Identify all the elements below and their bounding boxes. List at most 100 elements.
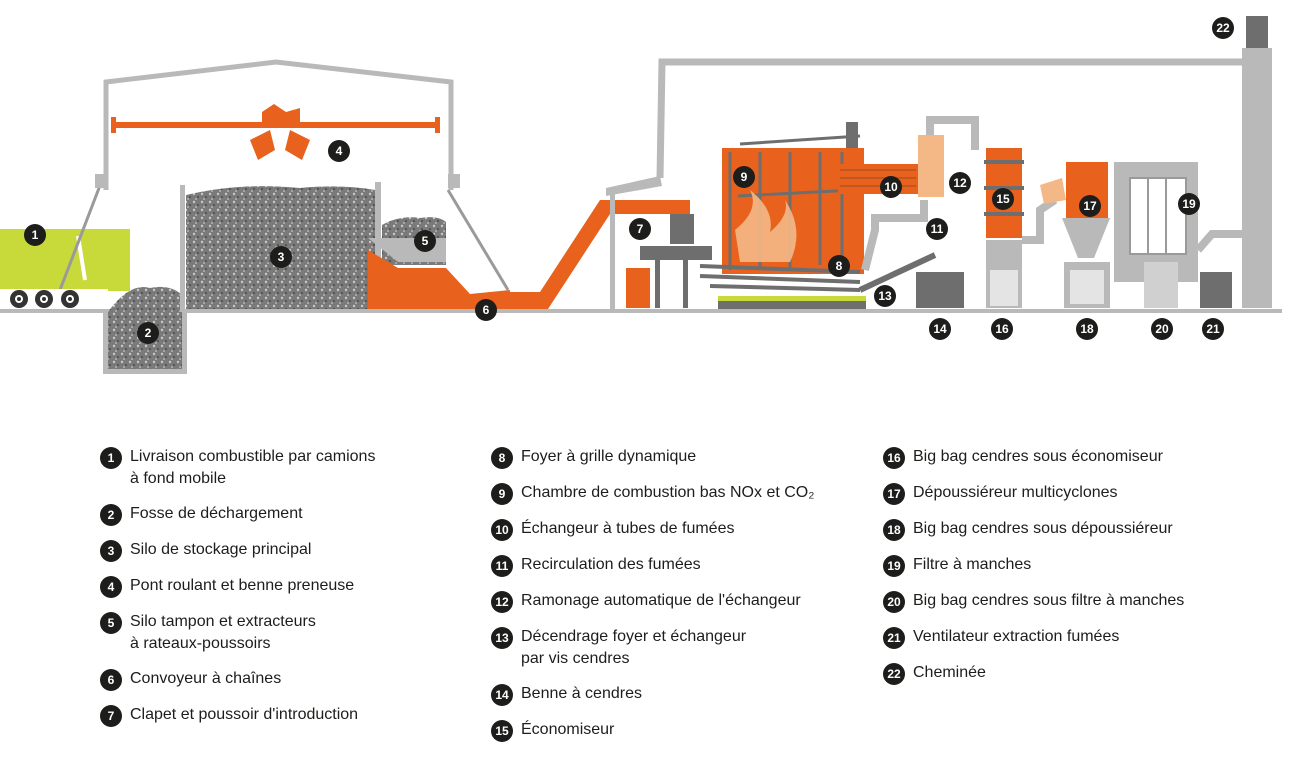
economiser bbox=[984, 148, 1058, 308]
badge-5: 5 bbox=[414, 230, 436, 252]
legend-label: Convoyeur à chaînes bbox=[130, 668, 281, 690]
bag-filter bbox=[1114, 162, 1198, 308]
legend-item-2: 2 Fosse de déchargement bbox=[100, 503, 375, 526]
legend-number-badge: 14 bbox=[491, 684, 513, 706]
legend-label: Fosse de déchargement bbox=[130, 503, 303, 525]
ash-auger bbox=[858, 252, 964, 308]
svg-text:1: 1 bbox=[32, 228, 39, 242]
badge-4: 4 bbox=[328, 140, 350, 162]
legend-number-badge: 5 bbox=[100, 612, 122, 634]
legend-label-line2: à rateaux-poussoirs bbox=[130, 635, 271, 652]
badge-9: 9 bbox=[733, 166, 755, 188]
legend-label: Benne à cendres bbox=[521, 683, 642, 705]
legend-number-badge: 22 bbox=[883, 663, 905, 685]
legend-item-3: 3 Silo de stockage principal bbox=[100, 539, 375, 562]
badge-11: 11 bbox=[926, 218, 948, 240]
legend-label: Recirculation des fumées bbox=[521, 554, 701, 576]
legend-item-13: 13 Décendrage foyer et échangeur par vis c… bbox=[491, 626, 814, 670]
badge-1: 1 bbox=[24, 224, 46, 246]
svg-text:16: 16 bbox=[995, 322, 1009, 336]
svg-text:18: 18 bbox=[1080, 322, 1094, 336]
legend-label-line1: Fosse de déchargement bbox=[130, 505, 303, 522]
chain-conveyor bbox=[500, 176, 690, 309]
legend-label-line1: Big bag cendres sous filtre à manches bbox=[913, 592, 1185, 609]
svg-text:14: 14 bbox=[933, 322, 947, 336]
legend-label-line1: Décendrage foyer et échangeur bbox=[521, 628, 747, 645]
badge-12: 12 bbox=[949, 172, 971, 194]
legend-label-line1: Clapet et poussoir d'introduction bbox=[130, 706, 359, 723]
legend-label-line1: Filtre à manches bbox=[913, 556, 1032, 573]
legend-number-badge: 13 bbox=[491, 627, 513, 649]
badge-19: 19 bbox=[1178, 193, 1200, 215]
badge-3: 3 bbox=[270, 246, 292, 268]
badge-8: 8 bbox=[828, 255, 850, 277]
legend-label-line1: Économiseur bbox=[521, 721, 615, 738]
legend-label: Pont roulant et benne preneuse bbox=[130, 575, 354, 597]
svg-text:9: 9 bbox=[741, 170, 748, 184]
legend-number-badge: 20 bbox=[883, 591, 905, 613]
legend-label-line2: par vis cendres bbox=[521, 650, 630, 667]
crane-bridge bbox=[111, 104, 440, 160]
svg-text:2: 2 bbox=[145, 326, 152, 340]
storage-building bbox=[103, 59, 454, 190]
badge-7: 7 bbox=[629, 218, 651, 240]
legend-label-line1: Foyer à grille dynamique bbox=[521, 448, 697, 465]
legend-item-10: 10 Échangeur à tubes de fumées bbox=[491, 518, 814, 541]
legend-label-line1: Big bag cendres sous dépoussiéreur bbox=[913, 520, 1173, 537]
legend-label-line1: Livraison combustible par camions bbox=[130, 448, 376, 465]
badge-20: 20 bbox=[1151, 318, 1173, 340]
legend-label: Ramonage automatique de l'échangeur bbox=[521, 590, 801, 612]
legend-label-line1: Big bag cendres sous économiseur bbox=[913, 448, 1163, 465]
legend-label: Économiseur bbox=[521, 719, 614, 741]
legend-label: Filtre à manches bbox=[913, 554, 1031, 576]
legend-number-badge: 7 bbox=[100, 705, 122, 727]
legend-number-badge: 3 bbox=[100, 540, 122, 562]
svg-text:19: 19 bbox=[1182, 197, 1196, 211]
svg-text:12: 12 bbox=[953, 176, 967, 190]
svg-text:22: 22 bbox=[1216, 21, 1230, 35]
badge-16: 16 bbox=[991, 318, 1013, 340]
legend-label-line1: Benne à cendres bbox=[521, 685, 642, 702]
legend-label-line1: Échangeur à tubes de fumées bbox=[521, 520, 735, 537]
chimney bbox=[1242, 16, 1272, 308]
boiler-hall bbox=[656, 58, 1248, 179]
legend-number-badge: 1 bbox=[100, 447, 122, 469]
badge-2: 2 bbox=[137, 322, 159, 344]
svg-text:6: 6 bbox=[483, 303, 490, 317]
legend-label: Big bag cendres sous économiseur bbox=[913, 446, 1163, 468]
legend-label-line1: Cheminée bbox=[913, 664, 986, 681]
truck bbox=[0, 174, 130, 308]
svg-text:11: 11 bbox=[931, 222, 944, 236]
legend-item-6: 6 Convoyeur à chaînes bbox=[100, 668, 375, 691]
legend-number-badge: 19 bbox=[883, 555, 905, 577]
legend-number-badge: 9 bbox=[491, 483, 513, 505]
badge-10: 10 bbox=[880, 176, 902, 198]
badge-15: 15 bbox=[992, 188, 1014, 210]
legend-label-line1: Convoyeur à chaînes bbox=[130, 670, 282, 687]
legend-item-22: 22 Cheminée bbox=[883, 662, 1184, 685]
legend-item-7: 7 Clapet et poussoir d'introduction bbox=[100, 704, 375, 727]
legend-label: Foyer à grille dynamique bbox=[521, 446, 696, 468]
legend-number-badge: 6 bbox=[100, 669, 122, 691]
truck-wheels bbox=[10, 290, 79, 308]
legend-number-badge: 2 bbox=[100, 504, 122, 526]
plant-diagram: 1 2 3 4 5 6 7 8 9 10 11 12 13 14 15 16 1… bbox=[0, 16, 1282, 374]
legend-number-badge: 10 bbox=[491, 519, 513, 541]
badge-17: 17 bbox=[1079, 195, 1101, 217]
legend-item-20: 20 Big bag cendres sous filtre à manches bbox=[883, 590, 1184, 613]
svg-text:21: 21 bbox=[1206, 322, 1220, 336]
legend-label-line1: Silo de stockage principal bbox=[130, 541, 312, 558]
ground-line bbox=[0, 309, 1282, 313]
badge-14: 14 bbox=[929, 318, 951, 340]
